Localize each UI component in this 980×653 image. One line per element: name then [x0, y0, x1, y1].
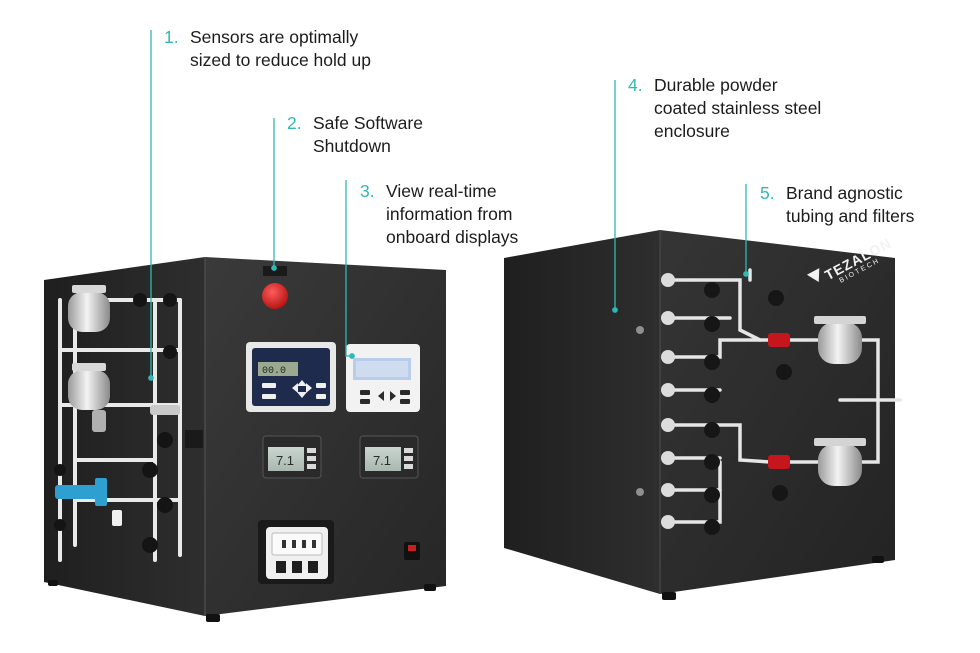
- callout-2-line-1: Safe Software: [313, 113, 423, 133]
- right-fittings: [661, 273, 792, 535]
- callout-leaders: [148, 30, 749, 381]
- pressure-display-2-value: 7.1: [373, 453, 391, 468]
- pump-controller-readout: 00.0: [262, 366, 286, 377]
- left-sensor-housings: [68, 285, 110, 410]
- right-filter-housings: [814, 316, 866, 486]
- callout-4-line-3: enclosure: [654, 121, 730, 141]
- callout-1-line-2: sized to reduce hold up: [190, 50, 371, 70]
- leader-2-dot: [271, 265, 277, 271]
- callout-2-line-2: Shutdown: [313, 136, 391, 156]
- callout-3-line-2: information from: [386, 204, 513, 224]
- callout-2-text: Safe Software Shutdown: [313, 112, 423, 158]
- leader-5-dot: [743, 271, 749, 277]
- pressure-display-2: 7.1: [359, 435, 419, 479]
- pressure-display-1: 7.1: [262, 435, 322, 479]
- callout-1-number: 1.: [164, 27, 179, 47]
- callout-3-line-1: View real-time: [386, 181, 497, 201]
- callout-3-text: View real-time information from onboard …: [386, 180, 518, 249]
- callout-5-line-2: tubing and filters: [786, 206, 915, 226]
- callout-4-text: Durable powder coated stainless steel en…: [654, 74, 821, 143]
- left-fittings: [54, 293, 203, 553]
- callout-3-line-3: onboard displays: [386, 227, 519, 247]
- leader-3-dot: [349, 353, 355, 359]
- left-pressure-sensor: [150, 405, 180, 415]
- callout-3-number: 3.: [360, 181, 375, 201]
- callout-4-number: 4.: [628, 75, 643, 95]
- pressure-display-1-value: 7.1: [276, 453, 294, 468]
- leader-1-dot: [148, 375, 154, 381]
- right-cabinet-side: [504, 230, 660, 594]
- right-cabinet-front: [660, 230, 895, 594]
- leader-4-dot: [612, 307, 618, 313]
- left-cabinet-side: [44, 257, 205, 616]
- callout-1-text: Sensors are optimally sized to reduce ho…: [190, 26, 371, 72]
- callout-5-number: 5.: [760, 183, 775, 203]
- left-blue-manifold: [55, 478, 107, 506]
- power-switch: [404, 542, 420, 560]
- callout-1-line-1: Sensors are optimally: [190, 27, 359, 47]
- callout-5-line-1: Brand agnostic: [786, 183, 903, 203]
- emergency-stop-button: [262, 266, 288, 309]
- pump-controller: 00.0: [246, 342, 336, 412]
- right-cabinet: [504, 230, 902, 600]
- power-outlet: [258, 520, 334, 584]
- callout-4-line-1: Durable powder: [654, 75, 778, 95]
- left-cabinet: 00.0 7.1: [44, 257, 446, 622]
- callout-4-line-2: coated stainless steel: [654, 98, 822, 118]
- callout-2-number: 2.: [287, 113, 302, 133]
- right-valves: [768, 333, 790, 469]
- sensor-monitor: [346, 344, 420, 412]
- callout-5-text: Brand agnostic tubing and filters: [786, 182, 914, 228]
